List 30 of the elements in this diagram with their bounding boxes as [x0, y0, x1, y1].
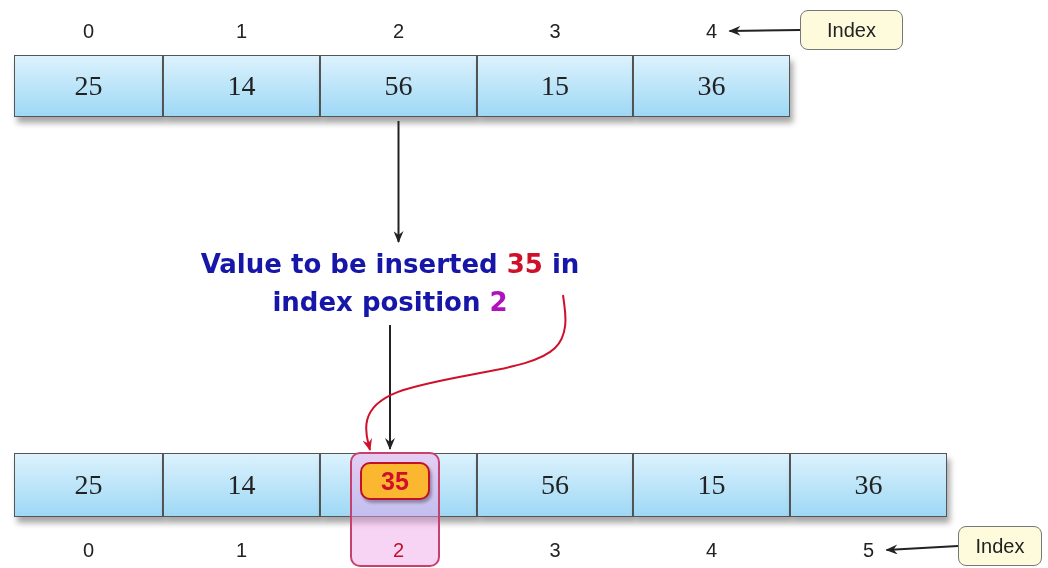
index-number: 3	[537, 535, 573, 565]
arrow	[885, 544, 959, 555]
array-cell: 14	[163, 453, 320, 517]
array-cell: 15	[477, 55, 633, 117]
index-number: 1	[223, 535, 260, 565]
index-number: 4	[693, 16, 730, 46]
array-cell: 36	[790, 453, 947, 517]
index-number: 0	[70, 535, 107, 565]
index-number: 5	[850, 535, 887, 565]
index-number: 4	[693, 535, 730, 565]
arrow	[728, 25, 801, 36]
callout-label: Index	[958, 526, 1042, 566]
array-cell: 15	[633, 453, 790, 517]
arrow	[385, 324, 395, 450]
array-cell: 14	[163, 55, 320, 117]
arrow	[393, 120, 404, 243]
index-number: 2	[380, 535, 417, 565]
array-cell: 56	[477, 453, 633, 517]
arrow	[362, 294, 567, 451]
array-cell: 36	[633, 55, 790, 117]
annotation-text: Value to be inserted 35 in index position 2	[165, 245, 615, 321]
array-cell: 25	[14, 55, 163, 117]
index-number: 0	[70, 16, 107, 46]
array-cell: 56	[320, 55, 477, 117]
callout-label: Index	[800, 10, 903, 50]
array-cell: 25	[14, 453, 163, 517]
index-number: 2	[380, 16, 417, 46]
index-number: 3	[537, 16, 573, 46]
inserted-value-badge: 35	[360, 462, 430, 500]
index-number: 1	[223, 16, 260, 46]
